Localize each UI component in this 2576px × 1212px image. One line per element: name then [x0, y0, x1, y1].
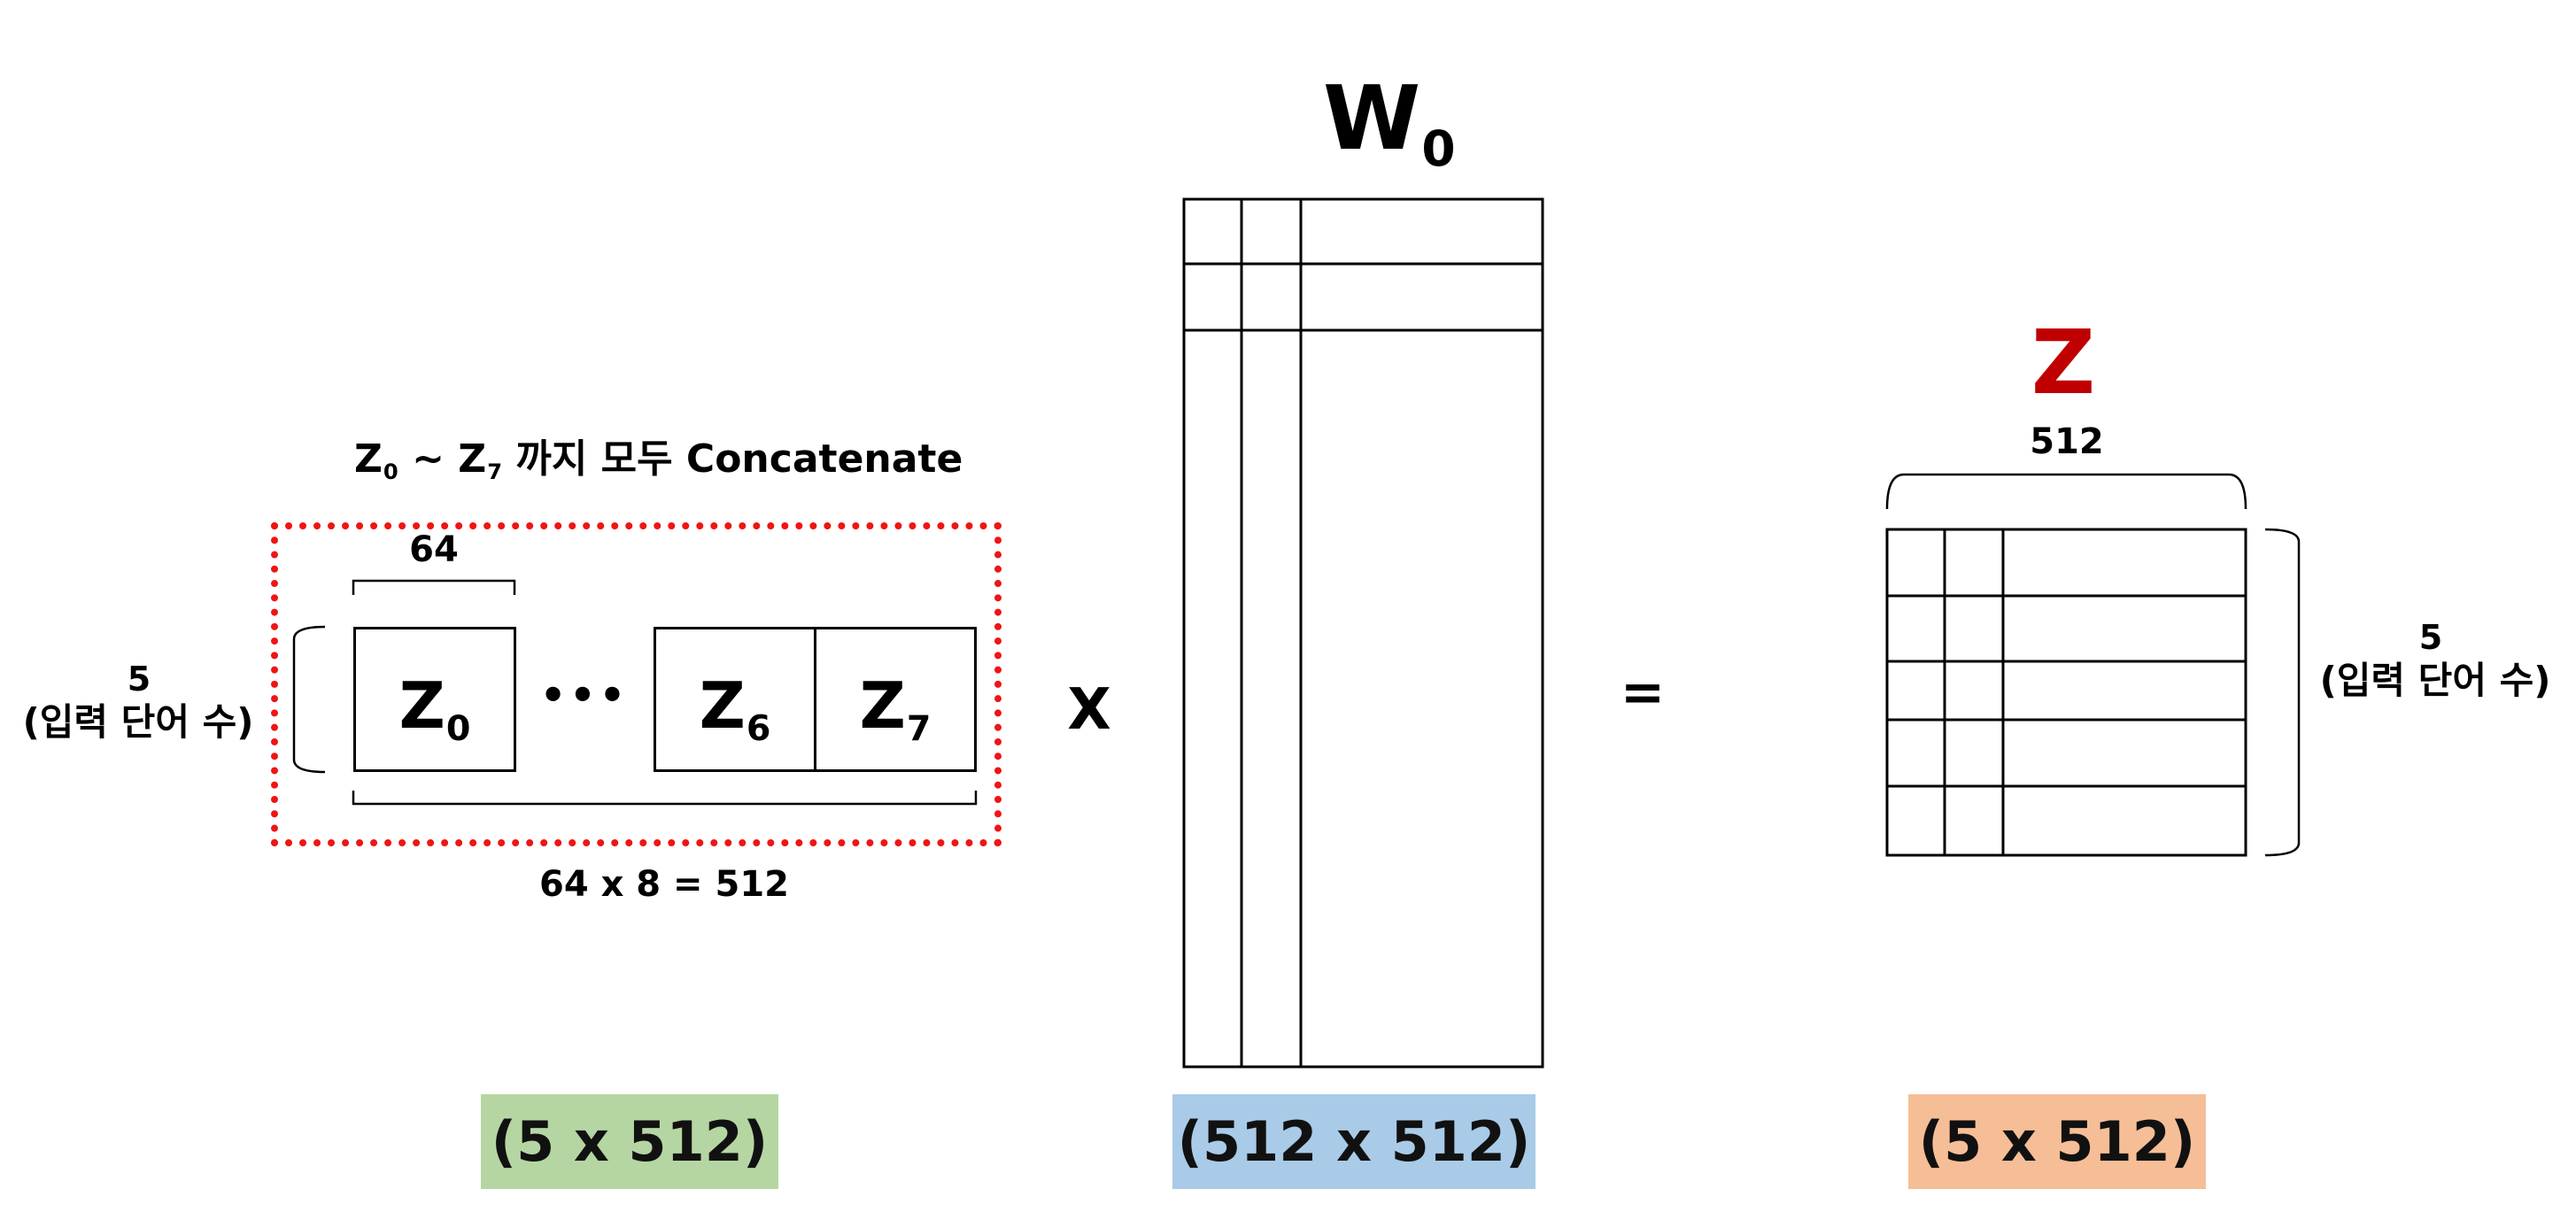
result-z-title: Z — [2031, 311, 2096, 414]
result-rows-number: 5 — [2418, 618, 2443, 657]
caption-tilde: ~ — [412, 436, 445, 482]
dim-pill-middle: (512 x 512) — [1172, 1094, 1536, 1189]
head-z0-box: Z0 — [353, 627, 516, 772]
concat-caption: Z0 ~ Z7 까지 모두 Concatenate — [354, 440, 963, 483]
head-z7-label: Z7 — [859, 668, 932, 749]
brace-z-top — [1885, 473, 2247, 510]
dim-64-label: 64 — [409, 529, 459, 570]
z-matrix — [1885, 528, 2247, 857]
result-cols-label: 512 — [2030, 421, 2104, 462]
equals-operator: = — [1620, 661, 1666, 723]
concat-region — [271, 522, 1002, 846]
brace-64-top — [352, 579, 516, 595]
dim-pill-left: (5 x 512) — [481, 1094, 778, 1189]
ellipsis: ••• — [539, 671, 630, 719]
multiply-operator: X — [1067, 677, 1111, 743]
caption-z0: Z — [354, 436, 383, 482]
dim-512-label: 64 x 8 = 512 — [538, 864, 789, 905]
head-z0-label: Z0 — [398, 668, 471, 749]
head-z6-box: Z6 — [654, 627, 816, 772]
head-z6-label: Z6 — [699, 668, 771, 749]
w0-matrix — [1182, 197, 1544, 1069]
caption-z7-sub: 7 — [487, 459, 503, 485]
left-rows-number: 5 — [127, 660, 151, 699]
dim-pill-right: (5 x 512) — [1908, 1094, 2206, 1189]
brace-rows-left — [292, 625, 326, 774]
brace-512-bottom — [352, 791, 978, 806]
brace-z-right — [2264, 528, 2301, 857]
result-rows-desc: (입력 단어 수) — [2319, 659, 2551, 702]
caption-text: 까지 모두 Concatenate — [515, 436, 963, 482]
caption-z0-sub: 0 — [383, 459, 398, 485]
left-rows-desc: (입력 단어 수) — [22, 700, 254, 744]
caption-z7: Z — [458, 436, 487, 482]
head-z7-box: Z7 — [814, 627, 977, 772]
w0-title: W0 — [1323, 66, 1456, 178]
